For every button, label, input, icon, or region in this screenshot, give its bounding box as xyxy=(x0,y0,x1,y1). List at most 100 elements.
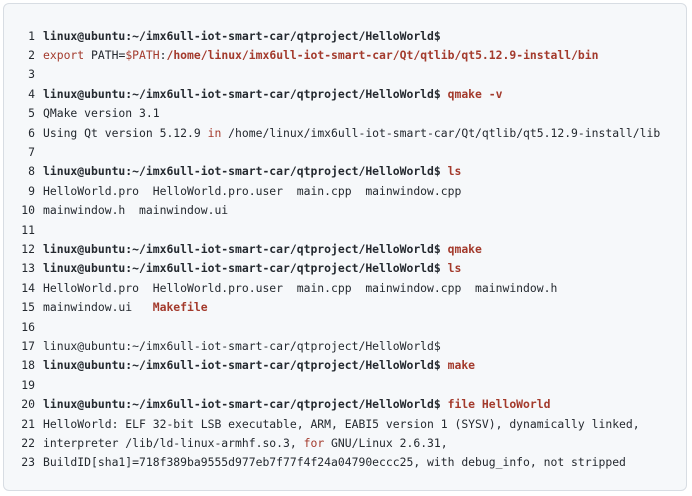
line-content: linux@ubuntu:~/imx6ull-iot-smart-car/qtp… xyxy=(43,87,502,101)
kw-token: export xyxy=(43,48,85,63)
text-token: QMake version 3.1 xyxy=(43,106,160,121)
line-content: linux@ubuntu:~/imx6ull-iot-smart-car/qtp… xyxy=(43,397,550,411)
text-token xyxy=(441,87,448,101)
text-token: HelloWorld.pro HelloWorld.pro.user main.… xyxy=(43,183,462,198)
line-number: 16 xyxy=(21,319,35,334)
kw-token: for xyxy=(303,435,325,450)
line-content: interpreter /lib/ld-linux-armhf.so.3, fo… xyxy=(43,436,448,450)
line-content: linux@ubuntu:~/imx6ull-iot-smart-car/qtp… xyxy=(43,29,441,43)
text-token: mainwindow.h mainwindow.ui xyxy=(43,203,229,218)
code-line: 22 interpreter /lib/ld-linux-armhf.so.3, … xyxy=(4,433,686,452)
code-line: 12 linux@ubuntu:~/imx6ull-iot-smart-car/q… xyxy=(4,239,686,258)
code-line: 3 xyxy=(4,65,686,84)
cmd-token: make xyxy=(447,358,476,373)
text-token: mainwindow.ui xyxy=(43,300,153,315)
line-content: HelloWorld.pro HelloWorld.pro.user main.… xyxy=(43,281,557,295)
text-token: PATH= xyxy=(84,48,126,63)
line-number: 15 xyxy=(21,300,35,315)
code-line: 1 linux@ubuntu:~/imx6ull-iot-smart-car/qt… xyxy=(4,26,686,45)
kw-token: in xyxy=(207,125,222,140)
line-content: HelloWorld: ELF 32-bit LSB executable, A… xyxy=(43,417,640,431)
code-line: 7 xyxy=(4,142,686,161)
line-number: 1 xyxy=(28,28,35,43)
text-token xyxy=(441,397,448,411)
line-number: 22 xyxy=(21,435,35,450)
text-token: BuildID[sha1]=718f389ba9555d977eb7f77f4f… xyxy=(43,455,626,470)
path-token: /home/linux/imx6ull-iot-smart-car/Qt/qtl… xyxy=(166,48,599,63)
code-line: 17 linux@ubuntu:~/imx6ull-iot-smart-car/q… xyxy=(4,336,686,355)
line-number: 14 xyxy=(21,280,35,295)
line-content: BuildID[sha1]=718f389ba9555d977eb7f77f4f… xyxy=(43,455,626,469)
line-content: mainwindow.h mainwindow.ui xyxy=(43,203,228,217)
text-token: Using Qt version 5.12.9 xyxy=(43,125,208,140)
code-line: 23 BuildID[sha1]=718f389ba9555d977eb7f77f… xyxy=(4,453,686,472)
text-token: HelloWorld: ELF 32-bit LSB executable, A… xyxy=(43,416,640,431)
code-line: 10 mainwindow.h mainwindow.ui xyxy=(4,201,686,220)
cmd-token: ls xyxy=(447,164,462,179)
line-number: 9 xyxy=(28,183,35,198)
line-content: HelloWorld.pro HelloWorld.pro.user main.… xyxy=(43,184,461,198)
line-number: 21 xyxy=(21,416,35,431)
code-line: 14 HelloWorld.pro HelloWorld.pro.user mai… xyxy=(4,278,686,297)
code-line: 6 Using Qt version 5.12.9 in /home/linux/… xyxy=(4,123,686,142)
line-number: 11 xyxy=(21,222,35,237)
text-token xyxy=(441,242,448,256)
code-line: 18 linux@ubuntu:~/imx6ull-iot-smart-car/q… xyxy=(4,356,686,375)
cmd-token: ls xyxy=(447,261,462,276)
hl-token: Makefile xyxy=(152,300,208,315)
text-token xyxy=(441,261,448,275)
text-token: HelloWorld.pro HelloWorld.pro.user main.… xyxy=(43,280,558,295)
code-line: 4 linux@ubuntu:~/imx6ull-iot-smart-car/qt… xyxy=(4,84,686,103)
line-number: 12 xyxy=(21,241,35,256)
line-content: export PATH=$PATH:/home/linux/imx6ull-io… xyxy=(43,48,599,62)
text-token: linux@ubuntu:~/imx6ull-iot-smart-car/qtp… xyxy=(43,338,441,353)
line-number: 23 xyxy=(21,455,35,470)
text-token: /home/linux/imx6ull-iot-smart-car/Qt/qtl… xyxy=(221,125,661,140)
code-line: 5 QMake version 3.1 xyxy=(4,104,686,123)
text-token: : xyxy=(159,48,167,63)
cmd-token: qmake -v xyxy=(447,86,503,101)
prompt-token: linux@ubuntu:~/imx6ull-iot-smart-car/qtp… xyxy=(43,164,441,179)
line-content: linux@ubuntu:~/imx6ull-iot-smart-car/qtp… xyxy=(43,339,441,353)
line-content: linux@ubuntu:~/imx6ull-iot-smart-car/qtp… xyxy=(43,261,461,275)
code-line: 8 linux@ubuntu:~/imx6ull-iot-smart-car/qt… xyxy=(4,162,686,181)
line-number: 8 xyxy=(28,164,35,179)
line-content: QMake version 3.1 xyxy=(43,106,160,120)
line-number: 13 xyxy=(21,261,35,276)
line-number: 19 xyxy=(21,377,35,392)
line-number: 3 xyxy=(28,67,35,82)
line-number: 2 xyxy=(28,48,35,63)
code-line: 16 xyxy=(4,317,686,336)
line-number: 4 xyxy=(28,86,35,101)
line-number: 20 xyxy=(21,397,35,412)
line-content: Using Qt version 5.12.9 in /home/linux/i… xyxy=(43,126,660,140)
code-line: 21 HelloWorld: ELF 32-bit LSB executable,… xyxy=(4,414,686,433)
prompt-token: linux@ubuntu:~/imx6ull-iot-smart-car/qtp… xyxy=(43,358,441,373)
line-content: linux@ubuntu:~/imx6ull-iot-smart-car/qtp… xyxy=(43,242,482,256)
line-number: 10 xyxy=(21,203,35,218)
cmd-token: qmake xyxy=(447,241,482,256)
code-line: 2 export PATH=$PATH:/home/linux/imx6ull-i… xyxy=(4,45,686,64)
code-line: 13 linux@ubuntu:~/imx6ull-iot-smart-car/q… xyxy=(4,259,686,278)
line-content: linux@ubuntu:~/imx6ull-iot-smart-car/qtp… xyxy=(43,164,461,178)
var-token: $PATH xyxy=(125,48,160,63)
code-line: 20 linux@ubuntu:~/imx6ull-iot-smart-car/q… xyxy=(4,394,686,413)
text-token xyxy=(441,358,448,372)
code-block: 1 linux@ubuntu:~/imx6ull-iot-smart-car/qt… xyxy=(3,3,687,491)
line-content: mainwindow.ui Makefile xyxy=(43,300,208,314)
cmd-token: file HelloWorld xyxy=(447,397,551,412)
prompt-token: linux@ubuntu:~/imx6ull-iot-smart-car/qtp… xyxy=(43,28,441,43)
line-number: 18 xyxy=(21,358,35,373)
prompt-token: linux@ubuntu:~/imx6ull-iot-smart-car/qtp… xyxy=(43,261,441,276)
code-line: 9 HelloWorld.pro HelloWorld.pro.user main… xyxy=(4,181,686,200)
prompt-token: linux@ubuntu:~/imx6ull-iot-smart-car/qtp… xyxy=(43,86,441,101)
line-number: 17 xyxy=(21,338,35,353)
line-number: 7 xyxy=(28,145,35,160)
code-line: 19 xyxy=(4,375,686,394)
text-token: interpreter /lib/ld-linux-armhf.so.3, xyxy=(43,435,304,450)
prompt-token: linux@ubuntu:~/imx6ull-iot-smart-car/qtp… xyxy=(43,241,441,256)
line-number: 6 xyxy=(28,125,35,140)
line-number: 5 xyxy=(28,106,35,121)
text-token: GNU/Linux 2.6.31, xyxy=(324,435,448,450)
code-line: 15 mainwindow.ui Makefile xyxy=(4,297,686,316)
